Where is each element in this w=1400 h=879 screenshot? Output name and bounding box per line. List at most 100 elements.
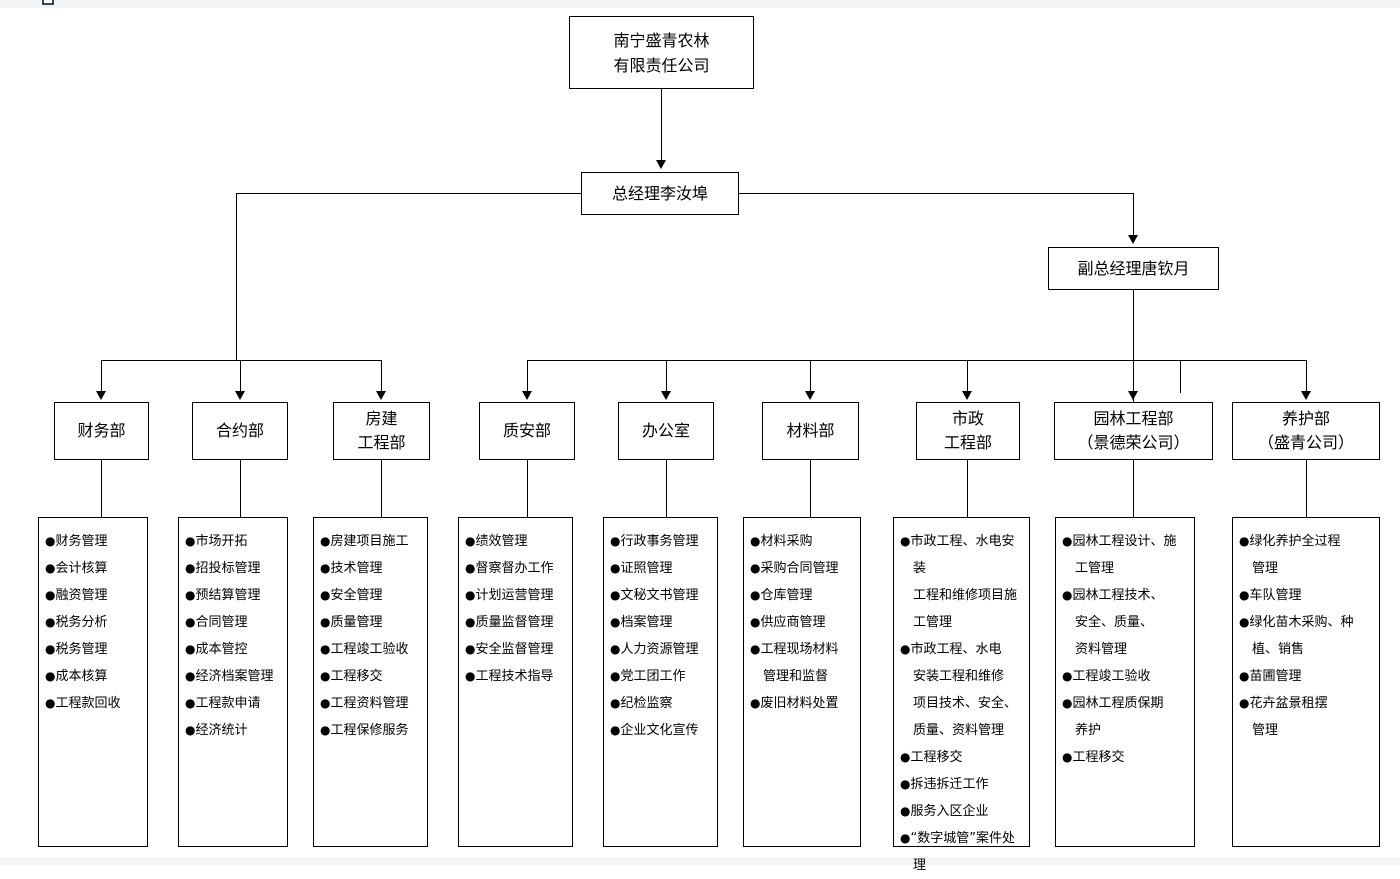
bus-maintenance-ext <box>1180 360 1306 361</box>
bullet-icon: ● <box>750 642 761 656</box>
list-item: ●安全监督管理 <box>465 642 554 657</box>
list-landscape-engineering: ●园林工程设计、施 工管理 ●园林工程技术、 安全、质量、 资料管理 ●工程竣工验收… <box>1062 528 1188 771</box>
arrow-finance <box>96 391 106 400</box>
bus-left-departments <box>101 360 382 361</box>
bullet-icon: ● <box>45 696 56 710</box>
stub-finance <box>101 460 102 517</box>
list-item: ●工程现场材料 管理和监督 <box>750 642 839 684</box>
arrow-contract <box>235 391 245 400</box>
bullet-icon: ● <box>900 750 911 764</box>
bullet-icon: ● <box>750 534 761 548</box>
bullet-icon: ● <box>1239 669 1250 683</box>
connector-down-to-vgm <box>1133 193 1134 235</box>
bullet-icon: ● <box>45 588 56 602</box>
connector-gm-right <box>739 193 1134 194</box>
list-item: ●招投标管理 <box>185 561 261 576</box>
list-item: ●纪检监察 <box>610 696 673 711</box>
drop-municipal <box>967 360 968 393</box>
list-item: ●成本管控 <box>185 642 248 657</box>
arrow-materials <box>805 391 815 400</box>
bullet-icon: ● <box>610 669 621 683</box>
list-item: ●合同管理 <box>185 615 248 630</box>
bullet-icon: ● <box>45 615 56 629</box>
bullet-icon: ● <box>185 669 196 683</box>
list-item: ●质量监督管理 <box>465 615 554 630</box>
list-item: ●督察督办工作 <box>465 561 554 576</box>
bullet-icon: ● <box>1239 534 1250 548</box>
stub-municipal <box>967 460 968 517</box>
bullet-icon: ● <box>320 696 331 710</box>
bullet-icon: ● <box>320 561 331 575</box>
drop-materials <box>810 360 811 393</box>
bullet-icon: ● <box>900 777 911 791</box>
list-item: ●园林工程技术、 安全、质量、 资料管理 <box>1062 588 1164 657</box>
bullet-icon: ● <box>320 669 331 683</box>
bullet-icon: ● <box>900 534 911 548</box>
bullet-icon: ● <box>610 723 621 737</box>
panel-maintenance: ●绿化养护全过程 管理●车队管理●绿化苗木采购、种 植、销售●苗圃管理●花卉盆景… <box>1232 517 1380 847</box>
bullet-icon: ● <box>1239 588 1250 602</box>
list-item: ●工程款申请 <box>185 696 261 711</box>
list-item: ●绩效管理 <box>465 534 528 549</box>
list-building-engineering: ●房建项目施工●技术管理●安全管理●质量管理●工程竣工验收●工程移交●工程资料管… <box>320 528 421 744</box>
list-item: ●园林工程设计、施 工管理 <box>1062 534 1177 576</box>
list-item: ●预结算管理 <box>185 588 261 603</box>
list-contract: ●市场开拓●招投标管理●预结算管理●合同管理●成本管控●经济档案管理●工程款申请… <box>185 528 281 744</box>
list-item: ●技术管理 <box>320 561 383 576</box>
dept-box-materials: 材料部 <box>762 402 859 460</box>
arrow-to-vgm <box>1128 235 1138 244</box>
list-quality-safety: ●绩效管理●督察督办工作●计划运营管理●质量监督管理●安全监督管理●工程技术指导 <box>465 528 566 690</box>
bullet-icon: ● <box>1062 534 1073 548</box>
bullet-icon: ● <box>750 696 761 710</box>
drop-office <box>666 360 667 393</box>
bullet-icon: ● <box>465 588 476 602</box>
bullet-icon: ● <box>320 615 331 629</box>
bullet-icon: ● <box>1062 696 1073 710</box>
company-box: 南宁盛青农林 有限责任公司 <box>569 16 754 89</box>
bullet-icon: ● <box>1062 588 1073 602</box>
stub-contract <box>240 460 241 517</box>
list-item: ●园林工程质保期 养护 <box>1062 696 1164 738</box>
list-item: ●供应商管理 <box>750 615 826 630</box>
drop-quality-safety <box>527 360 528 393</box>
dept-box-finance: 财务部 <box>54 402 149 460</box>
top-strip <box>0 0 1400 8</box>
bullet-icon: ● <box>610 561 621 575</box>
bullet-icon: ● <box>185 615 196 629</box>
dept-box-municipal-engineering: 市政 工程部 <box>916 402 1020 460</box>
list-item: ●绿化养护全过程 管理 <box>1239 534 1341 576</box>
list-item: ●计划运营管理 <box>465 588 554 603</box>
list-maintenance: ●绿化养护全过程 管理●车队管理●绿化苗木采购、种 植、销售●苗圃管理●花卉盆景… <box>1239 528 1373 744</box>
list-item: ●车队管理 <box>1239 588 1302 603</box>
panel-quality-safety: ●绩效管理●督察督办工作●计划运营管理●质量监督管理●安全监督管理●工程技术指导 <box>458 517 573 847</box>
arrow-building <box>376 391 386 400</box>
list-item: ●证照管理 <box>610 561 673 576</box>
list-item: ●材料采购 <box>750 534 813 549</box>
dept-box-maintenance: 养护部 （盛青公司） <box>1232 402 1380 460</box>
document-tab-icon[interactable] <box>42 0 54 5</box>
bullet-icon: ● <box>1062 669 1073 683</box>
bullet-icon: ● <box>185 696 196 710</box>
bullet-icon: ● <box>320 642 331 656</box>
list-item: ●废旧材料处置 <box>750 696 839 711</box>
bullet-icon: ● <box>185 642 196 656</box>
panel-building-engineering: ●房建项目施工●技术管理●安全管理●质量管理●工程竣工验收●工程移交●工程资料管… <box>313 517 428 847</box>
bullet-icon: ● <box>45 534 56 548</box>
dept-box-contract: 合约部 <box>192 402 288 460</box>
connector-gm-left-drop <box>236 193 237 361</box>
list-item: ●工程竣工验收 <box>1062 669 1151 684</box>
bullet-icon: ● <box>45 642 56 656</box>
bullet-icon: ● <box>610 696 621 710</box>
list-item: ●绿化苗木采购、种 植、销售 <box>1239 615 1354 657</box>
stub-building <box>381 460 382 517</box>
list-item: ●财务管理 <box>45 534 108 549</box>
list-item: ●“数字城管”案件处 理 <box>900 831 1015 873</box>
dept-box-landscape-engineering: 园林工程部 （景德荣公司） <box>1054 402 1213 460</box>
list-item: ●工程移交 <box>1062 750 1125 765</box>
drop-finance <box>101 360 102 393</box>
list-item: ●党工团工作 <box>610 669 686 684</box>
bullet-icon: ● <box>185 561 196 575</box>
stub-quality-safety <box>527 460 528 517</box>
list-finance: ●财务管理●会计核算●融资管理●税务分析●税务管理●成本核算●工程款回收 <box>45 528 141 717</box>
bullet-icon: ● <box>750 561 761 575</box>
